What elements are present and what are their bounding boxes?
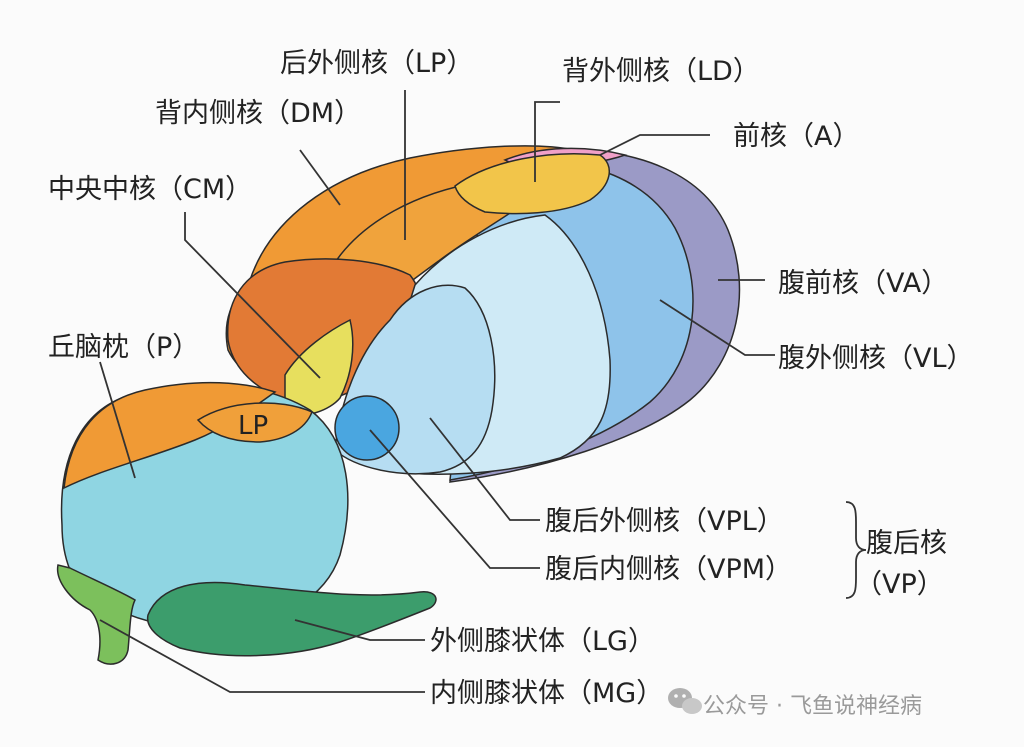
leader-cm: [184, 212, 321, 379]
leader-dm: [299, 149, 341, 206]
label-vp-line1: 腹后核: [866, 528, 947, 559]
leader-vpm: [369, 429, 540, 569]
leader-p: [99, 361, 136, 479]
label-vpm: 腹后内侧核（VPM）: [545, 554, 792, 585]
region-lp-small: [196, 402, 313, 443]
label-lp-inner: LP: [238, 411, 268, 441]
leader-ld: [534, 101, 560, 182]
leader-mg: [99, 619, 425, 693]
region-ld: [454, 153, 610, 215]
leader-a: [599, 134, 710, 156]
label-va: 腹前核（VA）: [778, 268, 948, 299]
label-vl: 腹外侧核（VL）: [778, 343, 974, 374]
wechat-icon: [668, 688, 702, 714]
leader-lg: [294, 619, 425, 641]
region-mg: [56, 564, 136, 665]
region-lg: [146, 581, 437, 657]
region-vpm-core: [334, 395, 400, 461]
label-ld: 背外侧核（LD）: [562, 56, 760, 87]
label-cm: 中央中核（CM）: [48, 174, 252, 205]
leader-vpl: [429, 417, 540, 521]
leader-vl: [659, 299, 775, 356]
label-p: 丘脑枕（P）: [48, 332, 199, 363]
label-vp-line2: （VP）: [855, 569, 944, 600]
vp-brace: [845, 501, 867, 599]
label-a: 前核（A）: [733, 121, 859, 152]
label-lp-top: 后外侧核（LP）: [280, 48, 473, 79]
label-mg: 内侧膝状体（MG）: [430, 678, 663, 709]
label-dm: 背内侧核（DM）: [155, 98, 361, 129]
label-lg: 外侧膝状体（LG）: [430, 626, 655, 657]
label-vpl: 腹后外侧核（VPL）: [545, 506, 784, 537]
watermark-text: 公众号 · 飞鱼说神经病: [703, 694, 922, 719]
